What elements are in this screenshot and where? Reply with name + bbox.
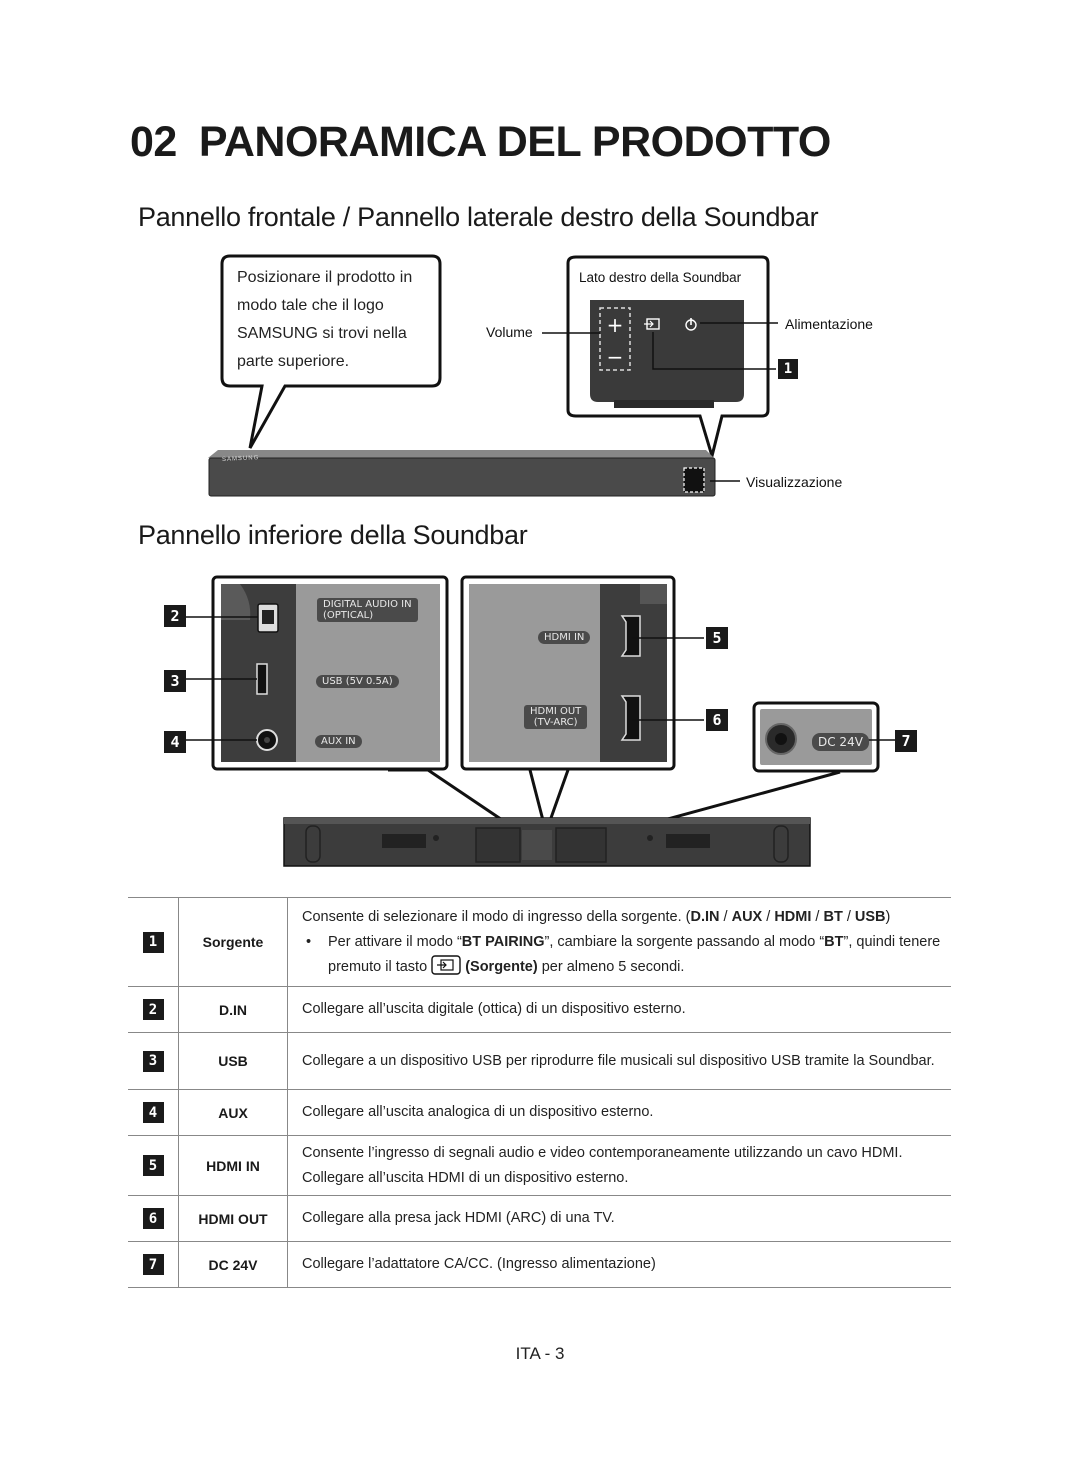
dc-port-label: DC 24V [812, 733, 869, 751]
usb-port [256, 663, 268, 695]
table-row: 6 HDMI OUT Collegare alla presa jack HDM… [128, 1195, 951, 1242]
source-button-icon [431, 954, 461, 975]
bottom-panel-heading: Pannello inferiore della Soundbar [138, 520, 528, 550]
row-description: Collegare a un dispositivo USB per ripro… [287, 1032, 951, 1090]
callout-text: Posizionare il prodotto in modo tale che… [237, 269, 413, 370]
display-highlight [683, 467, 705, 493]
row-name: DC 24V [178, 1241, 288, 1288]
volume-highlight [599, 307, 631, 371]
badge-6: 6 [706, 709, 728, 731]
optical-port-label: DIGITAL AUDIO IN(OPTICAL) [317, 598, 418, 622]
display-label: Visualizzazione [746, 474, 843, 490]
section-number: 02 [130, 118, 177, 166]
badge-3: 3 [164, 670, 186, 692]
badge-2: 2 [164, 605, 186, 627]
table-row: 4 AUX Collegare all’uscita analogica di … [128, 1089, 951, 1136]
usb-port-label: USB (5V 0.5A) [316, 675, 399, 688]
badge-4: 4 [164, 731, 186, 753]
hdmi-out-port-label: HDMI OUT(TV-ARC) [524, 705, 588, 729]
row-description: Collegare alla presa jack HDMI (ARC) di … [287, 1195, 951, 1242]
table-row: 7 DC 24V Collegare l’adattatore CA/CC. (… [128, 1241, 951, 1288]
page-number: ITA - 3 [515, 1344, 565, 1363]
badge-7: 7 [895, 730, 917, 752]
hdmi-in-port [620, 615, 641, 657]
row-name: HDMI OUT [178, 1195, 288, 1242]
row-name: D.IN [178, 986, 288, 1033]
front-panel-illustration: + − [208, 254, 778, 497]
row-number: 4 [142, 1102, 164, 1123]
hdmi-in-port-label: HDMI IN [538, 631, 591, 644]
row-number: 7 [142, 1254, 164, 1275]
table-row: 5 HDMI IN Consente l’ingresso di segnali… [128, 1135, 951, 1196]
plus-icon: + [607, 313, 624, 337]
row-number: 1 [142, 931, 164, 953]
row-description: Collegare all’uscita digitale (ottica) d… [287, 986, 951, 1033]
table-row: 1 Sorgente Consente di selezionare il mo… [128, 897, 951, 987]
minus-icon: − [607, 345, 624, 369]
soundbar-front [208, 457, 716, 497]
badge-5: 5 [706, 627, 728, 649]
section-title: PANORAMICA DEL PRODOTTO [198, 118, 831, 166]
row-description: Collegare all’uscita analogica di un dis… [287, 1089, 951, 1136]
hdmi-out-port [620, 695, 641, 741]
row-name: USB [178, 1032, 288, 1090]
table-row: 2 D.IN Collegare all’uscita digitale (ot… [128, 986, 951, 1033]
row-number: 2 [142, 999, 164, 1020]
aux-port-label: AUX IN [315, 735, 362, 748]
soundbar-top [208, 450, 714, 458]
row-description: Consente di selezionare il modo di ingre… [287, 897, 951, 987]
row-number: 6 [142, 1208, 164, 1229]
row-description: Collegare l’adattatore CA/CC. (Ingresso … [287, 1241, 951, 1288]
row-name: AUX [178, 1089, 288, 1136]
power-label: Alimentazione [785, 316, 873, 332]
volume-label: Volume [486, 324, 533, 340]
page-title: 02 PANORAMICA DEL PRODOTTO [130, 118, 831, 167]
row-number: 3 [142, 1050, 164, 1072]
badge-1: 1 [778, 359, 798, 379]
callout-bubble [220, 254, 442, 449]
row-name: Sorgente [178, 897, 288, 987]
side-panel-device [590, 300, 744, 402]
row-name: HDMI IN [178, 1135, 288, 1196]
row-number: 5 [142, 1155, 164, 1176]
table-row: 3 USB Collegare a un dispositivo USB per… [128, 1032, 951, 1090]
row-description: Consente l’ingresso di segnali audio e v… [287, 1135, 951, 1196]
ports-table: 1 Sorgente Consente di selezionare il mo… [128, 897, 951, 1288]
side-caption: Lato destro della Soundbar [579, 270, 742, 285]
front-panel-heading: Pannello frontale / Pannello laterale de… [138, 202, 819, 232]
